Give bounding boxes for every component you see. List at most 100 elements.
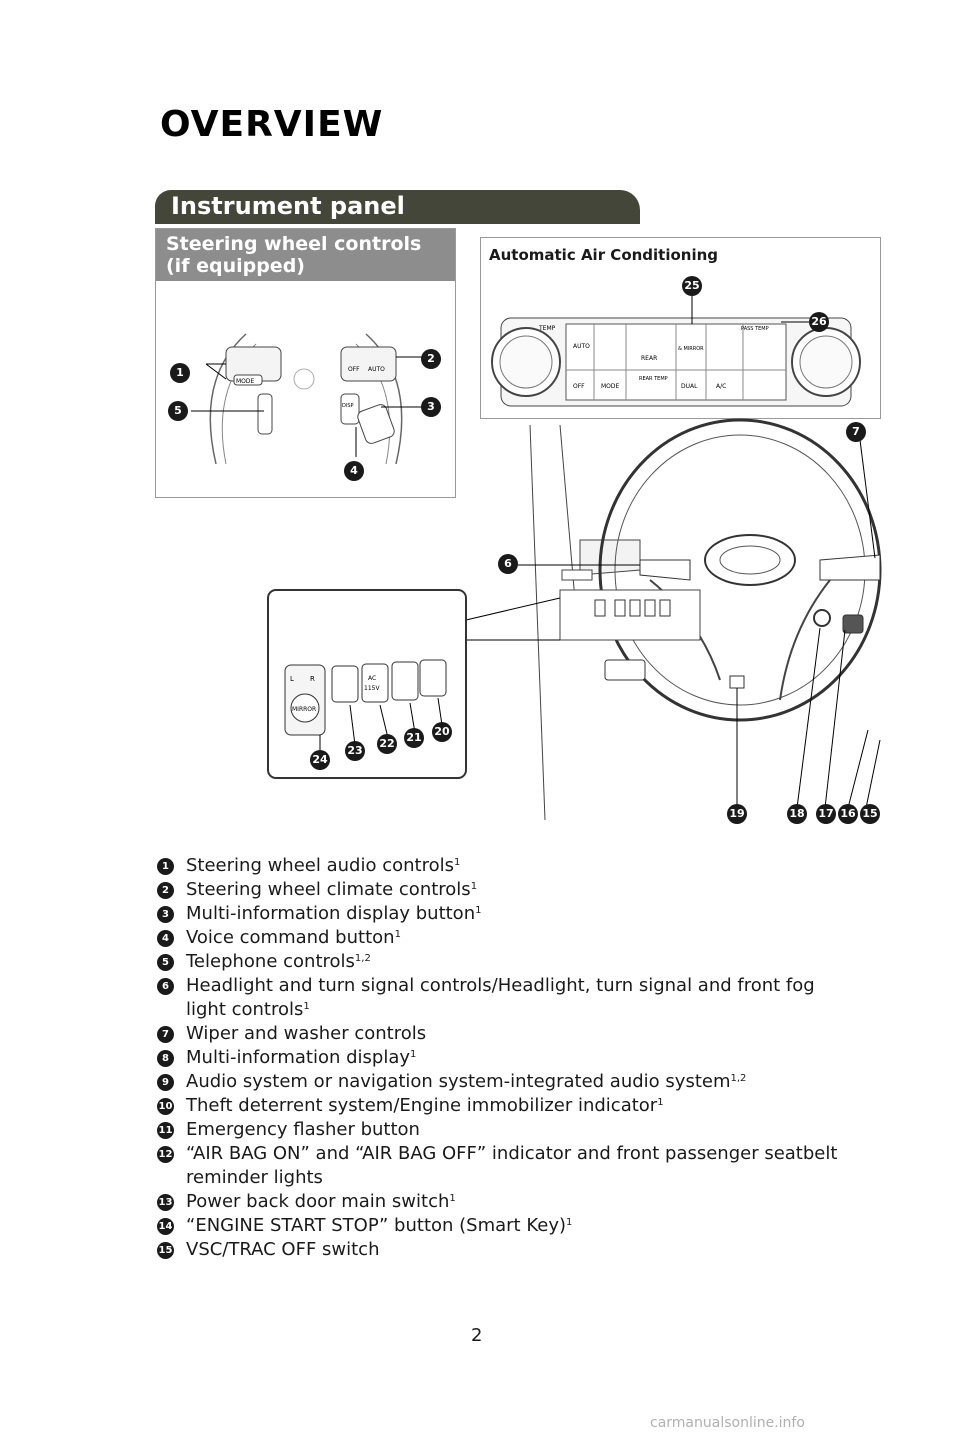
legend-text: Emergency flasher button (186, 1119, 420, 1140)
legend-number-badge: 2 (157, 882, 174, 899)
legend-footnote-ref: 1 (475, 905, 482, 916)
callout-24: 24 (310, 750, 330, 770)
ac-rear-temp-label: REAR TEMP (639, 376, 668, 382)
legend-item: 14“ENGINE START STOP” button (Smart Key)… (153, 1214, 853, 1238)
legend-text: Multi-information display button (186, 903, 476, 924)
callout-3: 3 (421, 397, 441, 417)
callout-15: 15 (860, 804, 880, 824)
legend-text: “AIR BAG ON” and “AIR BAG OFF” indicator… (186, 1143, 838, 1188)
section-tab: Instrument panel (155, 190, 640, 224)
callout-6: 6 (498, 554, 518, 574)
legend-item: 15 VSC/TRAC OFF switch (153, 1238, 853, 1262)
legend-number-badge: 13 (157, 1194, 174, 1211)
callout-25: 25 (682, 276, 702, 296)
callout-21: 21 (404, 728, 424, 748)
page-number: 2 (471, 1325, 483, 1346)
legend-item: 12 “AIR BAG ON” and “AIR BAG OFF” indicat… (153, 1142, 853, 1190)
sw-disp-label: DISP (342, 403, 354, 409)
callout-19: 19 (727, 804, 747, 824)
inset-r-label: R (310, 675, 315, 683)
steering-controls-figure: Steering wheel controls (if equipped) MO… (155, 228, 456, 498)
ac-mirror-label: & MIRROR (678, 346, 704, 352)
ac-ac-label: A/C (716, 383, 726, 390)
legend-text: Multi-information display (186, 1047, 411, 1068)
legend-number-badge: 3 (157, 906, 174, 923)
ac-figure: Automatic Air Conditioning TEMP AUTO OFF… (480, 237, 881, 419)
ac-off-label: OFF (573, 383, 585, 390)
legend-number-badge: 11 (157, 1122, 174, 1139)
legend-item: 13 Power back door main switch1 (153, 1190, 853, 1214)
legend-item: 3 Multi-information display button1 (153, 902, 853, 926)
legend-footnote-ref: 1,2 (354, 953, 371, 964)
callout-7: 7 (846, 422, 866, 442)
inset-l-label: L (290, 675, 294, 683)
callout-20: 20 (432, 722, 452, 742)
callout-22: 22 (377, 734, 397, 754)
ac-auto-label: AUTO (573, 343, 590, 350)
legend-item: 11 Emergency flasher button (153, 1118, 853, 1142)
steering-box-title: Steering wheel controls (if equipped) (166, 233, 422, 277)
legend-text: Headlight and turn signal controls/Headl… (186, 975, 815, 1020)
legend-footnote-ref: 1 (449, 1193, 456, 1204)
legend-number-badge: 6 (157, 978, 174, 995)
legend-text: Steering wheel climate controls (186, 879, 471, 900)
legend-number-badge: 5 (157, 954, 174, 971)
callout-23: 23 (345, 741, 365, 761)
ac-panel-illustration: TEMP AUTO OFF MODE REAR REAR TEMP & MIRR… (491, 296, 861, 407)
callout-16: 16 (838, 804, 858, 824)
legend-text: Steering wheel audio controls (186, 855, 454, 876)
legend-number-badge: 14 (157, 1218, 174, 1235)
legend-item: 4 Voice command button1 (153, 926, 853, 950)
legend-footnote-ref: 1 (470, 881, 478, 892)
sw-off-label: OFF (348, 366, 360, 373)
legend-item: 10 Theft deterrent system/Engine immobili… (153, 1094, 853, 1118)
legend-text: Voice command button (186, 927, 395, 948)
callout-17: 17 (816, 804, 836, 824)
legend-footnote-ref: 1 (394, 929, 401, 940)
callout-4: 4 (344, 461, 364, 481)
legend-text: VSC/TRAC OFF switch (186, 1239, 380, 1260)
legend-item: 6 Headlight and turn signal controls/Head… (153, 974, 853, 1022)
legend-number-badge: 4 (157, 930, 174, 947)
legend-footnote-ref: 1,2 (730, 1073, 747, 1084)
ac-pass-temp-label: PASS TEMP (741, 326, 769, 332)
page-title: OVERVIEW (160, 104, 384, 145)
legend-footnote-ref: 1 (410, 1049, 417, 1060)
legend-text: Wiper and washer controls (186, 1023, 427, 1044)
section-title: Instrument panel (171, 192, 405, 220)
dashboard-illustration: MIRROR L R AC 115V (267, 418, 882, 821)
ac-dual-label: DUAL (681, 383, 698, 390)
callout-1: 1 (170, 363, 190, 383)
legend-footnote-ref: 1 (453, 857, 461, 868)
steering-box-header: Steering wheel controls (if equipped) (156, 229, 455, 281)
callout-2: 2 (421, 349, 441, 369)
legend-number-badge: 7 (157, 1026, 174, 1043)
legend-number-badge: 15 (157, 1242, 174, 1259)
legend-text: Theft deterrent system/Engine immobilize… (186, 1095, 658, 1116)
legend-number-badge: 12 (157, 1146, 174, 1163)
legend-footnote-ref: 1 (303, 1001, 310, 1012)
inset-volt-label: 115V (364, 685, 380, 692)
legend-number-badge: 10 (157, 1098, 174, 1115)
legend-footnote-ref: 1 (566, 1217, 573, 1228)
ac-mode-label: MODE (601, 383, 620, 390)
watermark: carmanualsonline.info (650, 1415, 805, 1431)
callout-26: 26 (809, 312, 829, 332)
legend-item: 7 Wiper and washer controls (153, 1022, 853, 1046)
legend-item: 2 Steering wheel climate controls1 (153, 878, 853, 902)
callout-18: 18 (787, 804, 807, 824)
inset-ac-label: AC (368, 675, 376, 682)
ac-title: Automatic Air Conditioning (489, 246, 719, 264)
sw-auto-label: AUTO (368, 366, 385, 373)
sw-mode-label: MODE (236, 378, 255, 385)
legend-number-badge: 1 (157, 858, 174, 875)
ac-temp-label: TEMP (538, 325, 556, 332)
legend-text: Power back door main switch (186, 1191, 450, 1212)
inset-mirror-label: MIRROR (292, 706, 316, 713)
legend-footnote-ref: 1 (657, 1097, 664, 1108)
legend-text: Audio system or navigation system-integr… (186, 1071, 731, 1092)
